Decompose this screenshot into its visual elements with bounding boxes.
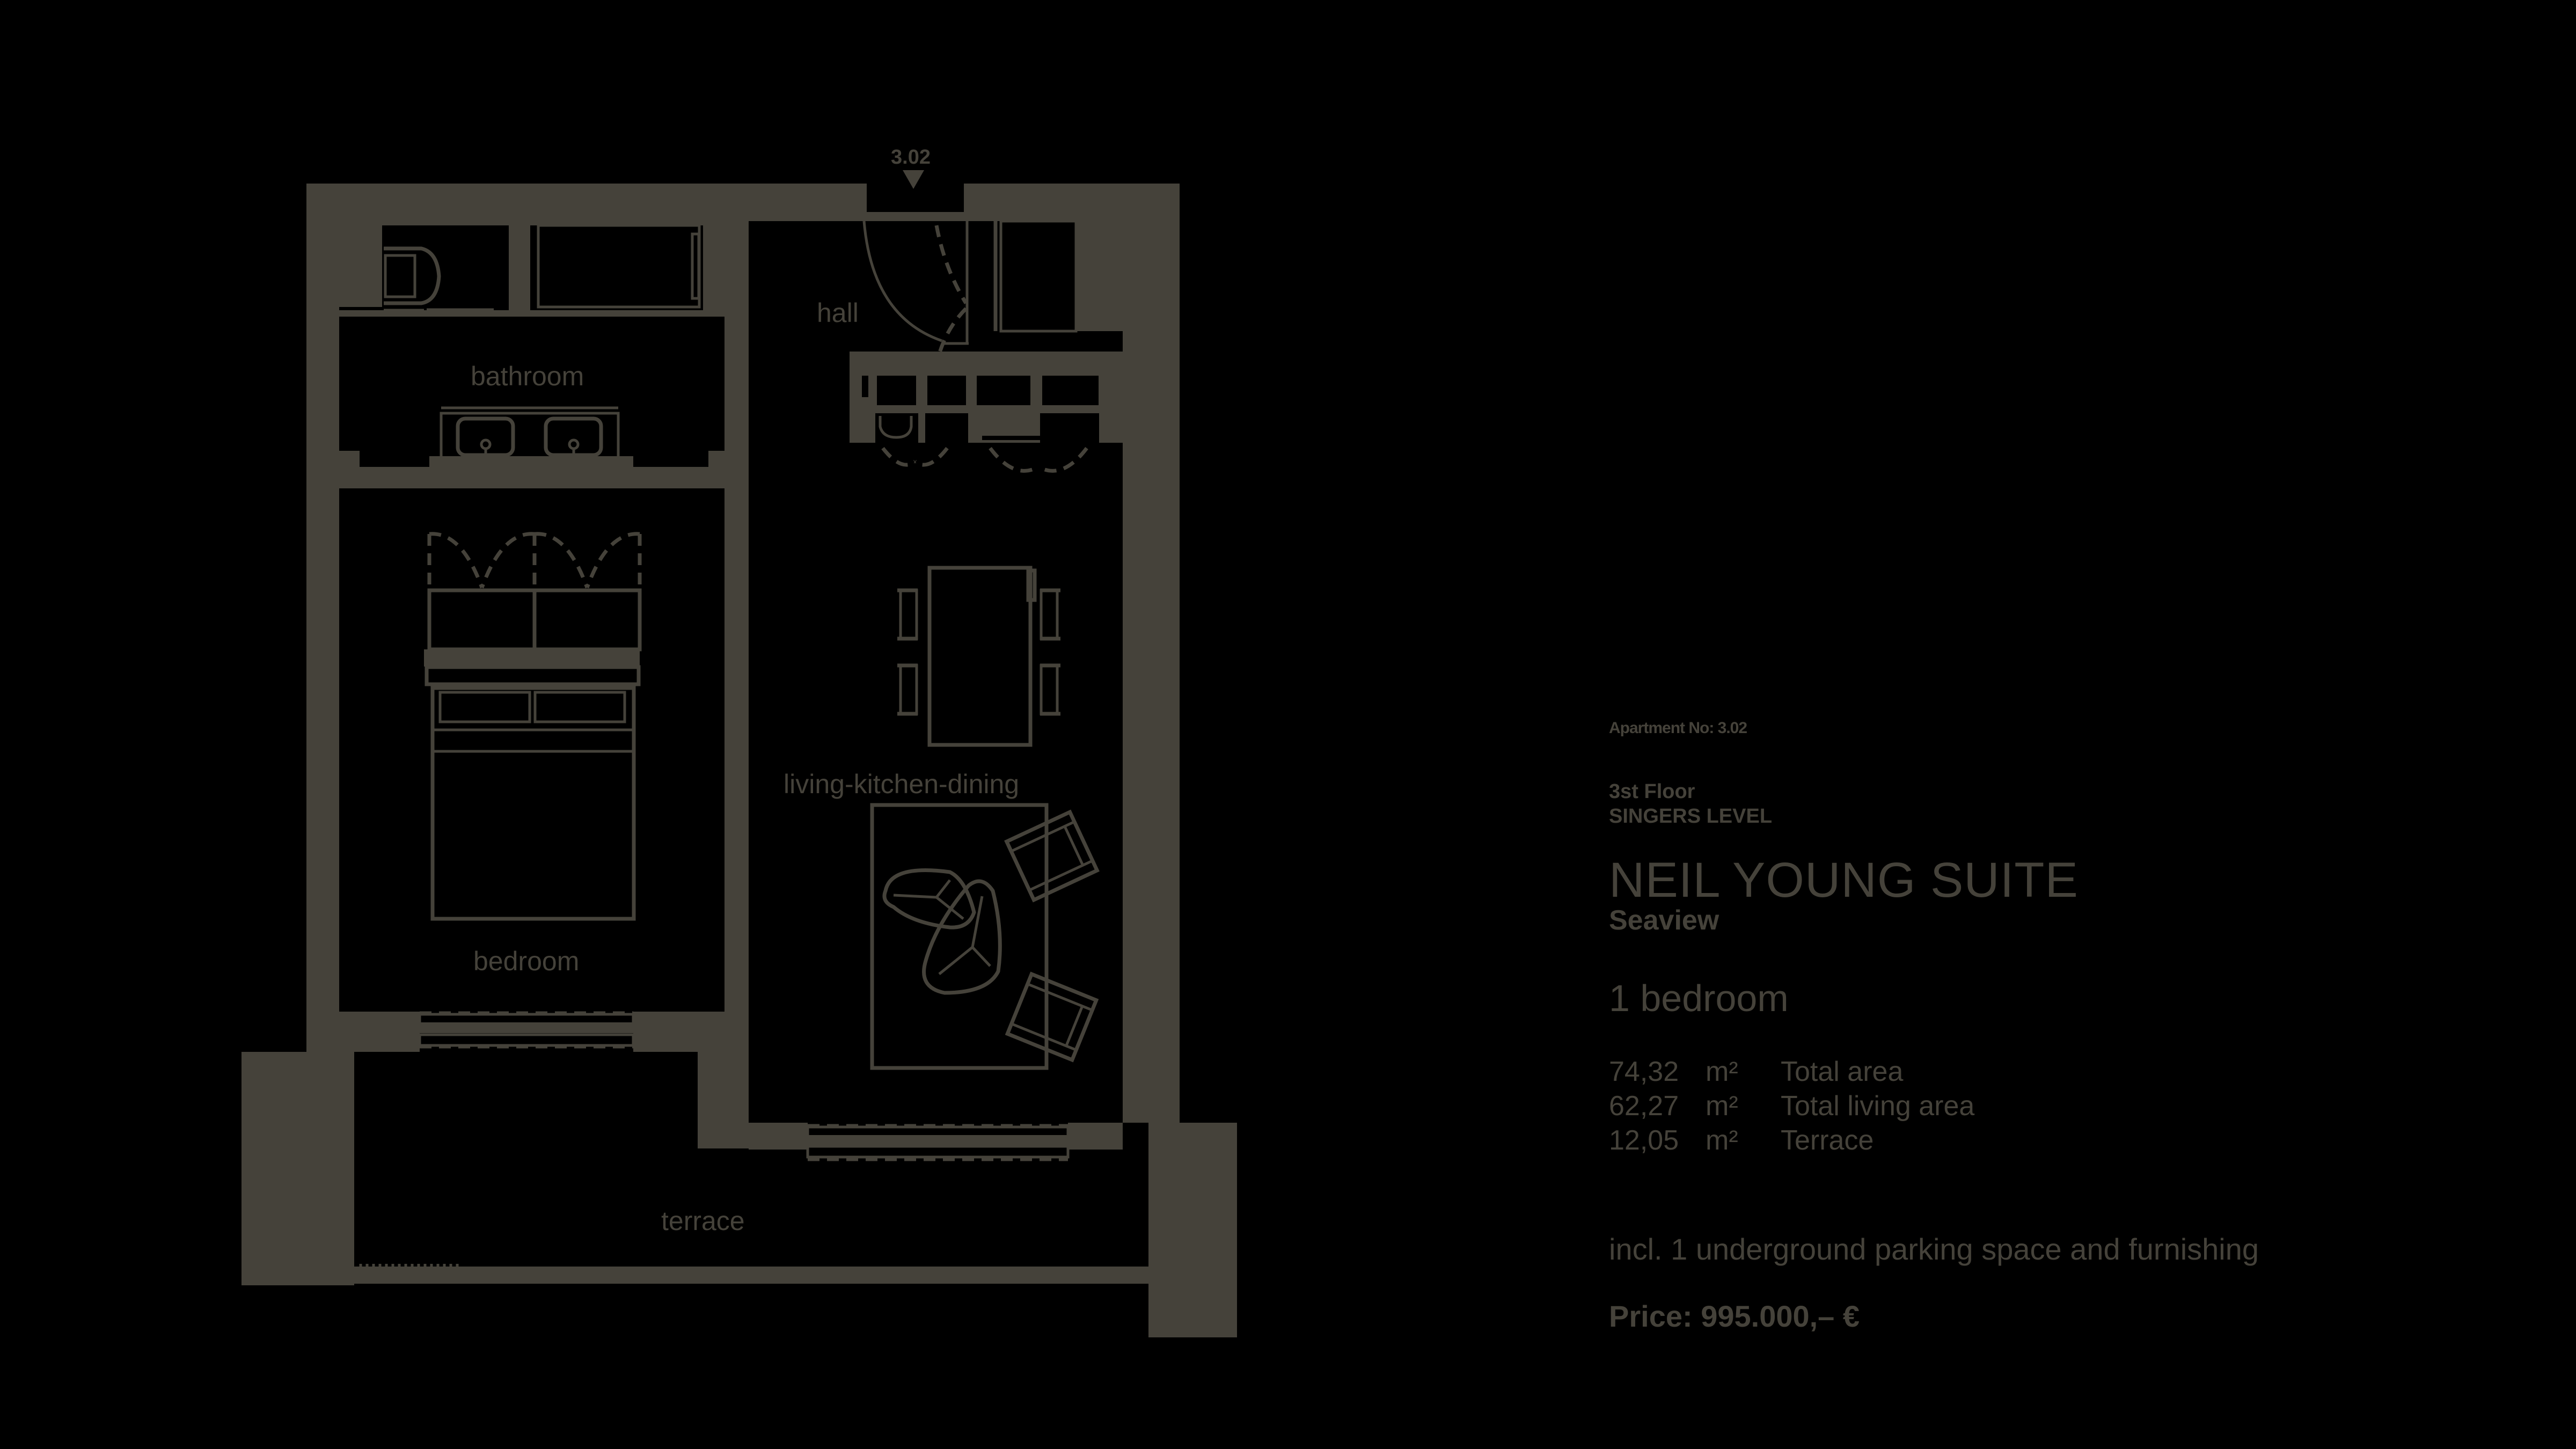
area-unit: m² <box>1706 1091 1738 1122</box>
unit-tag: 3.02 <box>891 146 931 169</box>
kitchen-unit <box>850 352 1123 473</box>
suite-title: NEIL YOUNG SUITE <box>1609 853 2079 908</box>
room-label-hall: hall <box>817 298 859 328</box>
dining-table-icon <box>927 566 1033 747</box>
dining-set <box>897 566 1060 747</box>
entrance-door-icon <box>862 221 969 355</box>
drain-grate <box>359 1264 459 1275</box>
dining-chair-icon <box>897 588 1060 716</box>
area-row: 74,32 m² Total area <box>1609 1055 1974 1089</box>
walls <box>241 184 1237 1337</box>
area-unit: m² <box>1706 1125 1738 1156</box>
area-value: 62,27 <box>1609 1091 1679 1122</box>
shower-icon <box>537 224 701 309</box>
room-label-bathroom: bathroom <box>471 361 584 391</box>
lounge-set <box>870 803 1100 1070</box>
area-row: 12,05 m² Terrace <box>1609 1123 1974 1158</box>
armchair-icon <box>1005 971 1099 1063</box>
toilet-icon <box>384 246 441 312</box>
floor-label: 3st Floor <box>1609 780 1695 803</box>
area-label: Total area <box>1781 1056 1904 1087</box>
rug-icon <box>870 803 1049 1070</box>
wardrobe-icon <box>424 532 642 667</box>
room-label-living: living-kitchen-dining <box>784 769 1019 799</box>
windows <box>359 1011 1070 1275</box>
room-label-bedroom: bedroom <box>473 946 579 976</box>
hall-fixtures: 3.02 <box>862 146 1078 355</box>
area-value: 74,32 <box>1609 1056 1679 1087</box>
inclusions-note: incl. 1 underground parking space and fu… <box>1609 1232 2259 1266</box>
armchair-icon <box>1004 809 1100 903</box>
double-bed-icon <box>425 665 641 921</box>
area-unit: m² <box>1706 1056 1738 1087</box>
area-table: 74,32 m² Total area 62,27 m² Total livin… <box>1609 1055 1974 1158</box>
level-label: SINGERS LEVEL <box>1609 805 1773 828</box>
apartment-number: Apartment No: 3.02 <box>1609 719 1747 737</box>
bathroom-fixtures <box>384 224 701 462</box>
area-label: Total living area <box>1781 1091 1975 1122</box>
bedroom-count: 1 bedroom <box>1609 977 1789 1019</box>
double-vanity-icon <box>440 406 620 462</box>
area-label: Terrace <box>1781 1125 1874 1156</box>
area-value: 12,05 <box>1609 1125 1679 1156</box>
view-label: Seaview <box>1609 905 1719 936</box>
entrance-arrow-icon <box>903 170 924 189</box>
floor-info: 3st Floor SINGERS LEVEL <box>1609 779 1772 829</box>
coffee-table-icon <box>882 868 1002 995</box>
bedroom-furniture <box>424 532 736 1009</box>
price-label: Price: 995.000,– € <box>1609 1299 1860 1333</box>
room-label-terrace: terrace <box>661 1206 745 1236</box>
area-row: 62,27 m² Total living area <box>1609 1089 1974 1123</box>
